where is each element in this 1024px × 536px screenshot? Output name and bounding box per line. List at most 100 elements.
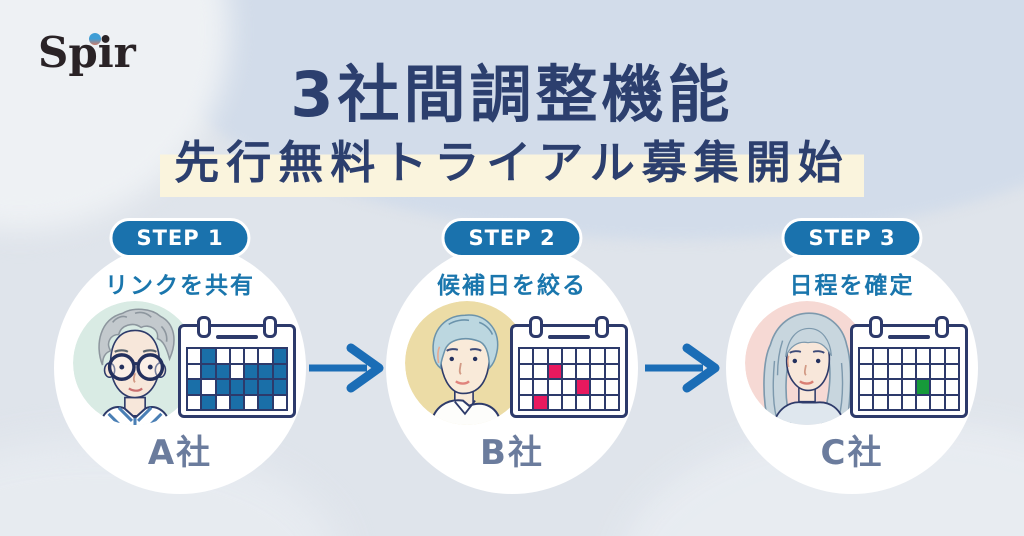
subtitle-row: 先行無料トライアル募集開始	[0, 126, 1024, 197]
calendar-ring-icon	[529, 316, 543, 338]
calendar-cell	[562, 349, 576, 363]
calendar-cell	[917, 380, 930, 394]
step-3-badge: STEP 3	[781, 218, 923, 258]
calendar-cell	[259, 349, 272, 363]
calendar-cell	[548, 349, 561, 363]
calendar-cell	[577, 395, 590, 409]
company-a-label: A社	[147, 433, 213, 473]
calendar-cell	[202, 364, 215, 378]
spir-logo-text: Spir	[38, 28, 136, 77]
calendar-cell	[605, 380, 618, 394]
step-1-label: リンクを共有	[105, 273, 255, 299]
step-2-label: 候補日を絞る	[437, 273, 587, 299]
calendar-cell	[902, 380, 916, 394]
arrow-right-icon	[641, 342, 729, 394]
arrow-right-icon	[305, 342, 393, 394]
calendar-cell	[945, 349, 958, 363]
calendar-header-line	[888, 335, 930, 339]
calendar-cell	[534, 380, 547, 394]
calendar-ring-icon	[935, 316, 949, 338]
step-2-badge: STEP 2	[441, 218, 583, 258]
calendar-cell	[534, 364, 547, 378]
calendar-cell	[931, 395, 944, 409]
step-card-3: STEP 3 日程を確定	[726, 218, 978, 494]
calendar-cell	[874, 395, 887, 409]
calendar-cell	[520, 349, 533, 363]
calendar-ring-icon	[197, 316, 211, 338]
calendar-cell	[216, 380, 229, 394]
page-subtitle: 先行無料トライアル募集開始	[160, 126, 864, 197]
calendar-cell	[245, 395, 258, 409]
calendar-cell	[931, 349, 944, 363]
calendar-cell	[245, 380, 258, 394]
calendar-grid	[518, 347, 620, 411]
calendar-cell	[202, 380, 215, 394]
calendar-cell	[931, 380, 944, 394]
step-card-2: STEP 2 候補日を絞る	[386, 218, 638, 494]
calendar-cell	[874, 380, 887, 394]
calendar-cell	[230, 364, 244, 378]
calendar-cell	[605, 395, 618, 409]
calendar-cell	[548, 395, 561, 409]
calendar-cell	[230, 395, 244, 409]
calendar-cell	[548, 380, 561, 394]
step-3-label: 日程を確定	[789, 273, 915, 299]
calendar-cell	[202, 395, 215, 409]
calendar-icon	[510, 316, 628, 418]
calendar-cell	[888, 395, 901, 409]
calendar-cell	[945, 395, 958, 409]
calendar-cell	[931, 364, 944, 378]
calendar-cell	[273, 349, 286, 363]
calendar-cell	[605, 349, 618, 363]
calendar-cell	[562, 364, 576, 378]
company-b-label: B社	[480, 433, 544, 473]
calendar-cell	[860, 380, 873, 394]
company-c-label: C社	[820, 433, 884, 473]
calendar-cell	[945, 380, 958, 394]
calendar-cell	[562, 380, 576, 394]
calendar-ring-icon	[263, 316, 277, 338]
calendar-grid	[186, 347, 288, 411]
calendar-cell	[888, 380, 901, 394]
calendar-cell	[534, 349, 547, 363]
calendar-cell	[591, 380, 604, 394]
calendar-cell	[520, 395, 533, 409]
calendar-cell	[259, 395, 272, 409]
calendar-cell	[188, 364, 201, 378]
calendar-cell	[945, 364, 958, 378]
calendar-cell	[230, 380, 244, 394]
avatar-company-c-illustration	[745, 301, 869, 425]
calendar-cell	[874, 364, 887, 378]
calendar-cell	[273, 395, 286, 409]
calendar-cell	[216, 364, 229, 378]
calendar-cell	[902, 395, 916, 409]
avatar-company-b-illustration	[405, 301, 529, 425]
calendar-cell	[917, 364, 930, 378]
calendar-cell	[902, 364, 916, 378]
calendar-cell	[188, 380, 201, 394]
calendar-grid	[858, 347, 960, 411]
calendar-cell	[577, 364, 590, 378]
calendar-cell	[188, 395, 201, 409]
calendar-cell	[188, 349, 201, 363]
calendar-cell	[605, 364, 618, 378]
calendar-header-line	[548, 335, 590, 339]
calendar-cell	[216, 349, 229, 363]
calendar-cell	[273, 380, 286, 394]
calendar-cell	[917, 349, 930, 363]
calendar-cell	[230, 349, 244, 363]
calendar-cell	[860, 349, 873, 363]
calendar-ring-icon	[869, 316, 883, 338]
calendar-cell	[216, 395, 229, 409]
calendar-cell	[591, 395, 604, 409]
calendar-cell	[902, 349, 916, 363]
calendar-icon	[178, 316, 296, 418]
avatar-company-a-illustration	[73, 301, 197, 425]
calendar-cell	[860, 364, 873, 378]
calendar-cell	[520, 380, 533, 394]
calendar-cell	[259, 364, 272, 378]
calendar-header-line	[216, 335, 258, 339]
calendar-cell	[562, 395, 576, 409]
page-title: 3社間調整機能	[290, 58, 734, 131]
